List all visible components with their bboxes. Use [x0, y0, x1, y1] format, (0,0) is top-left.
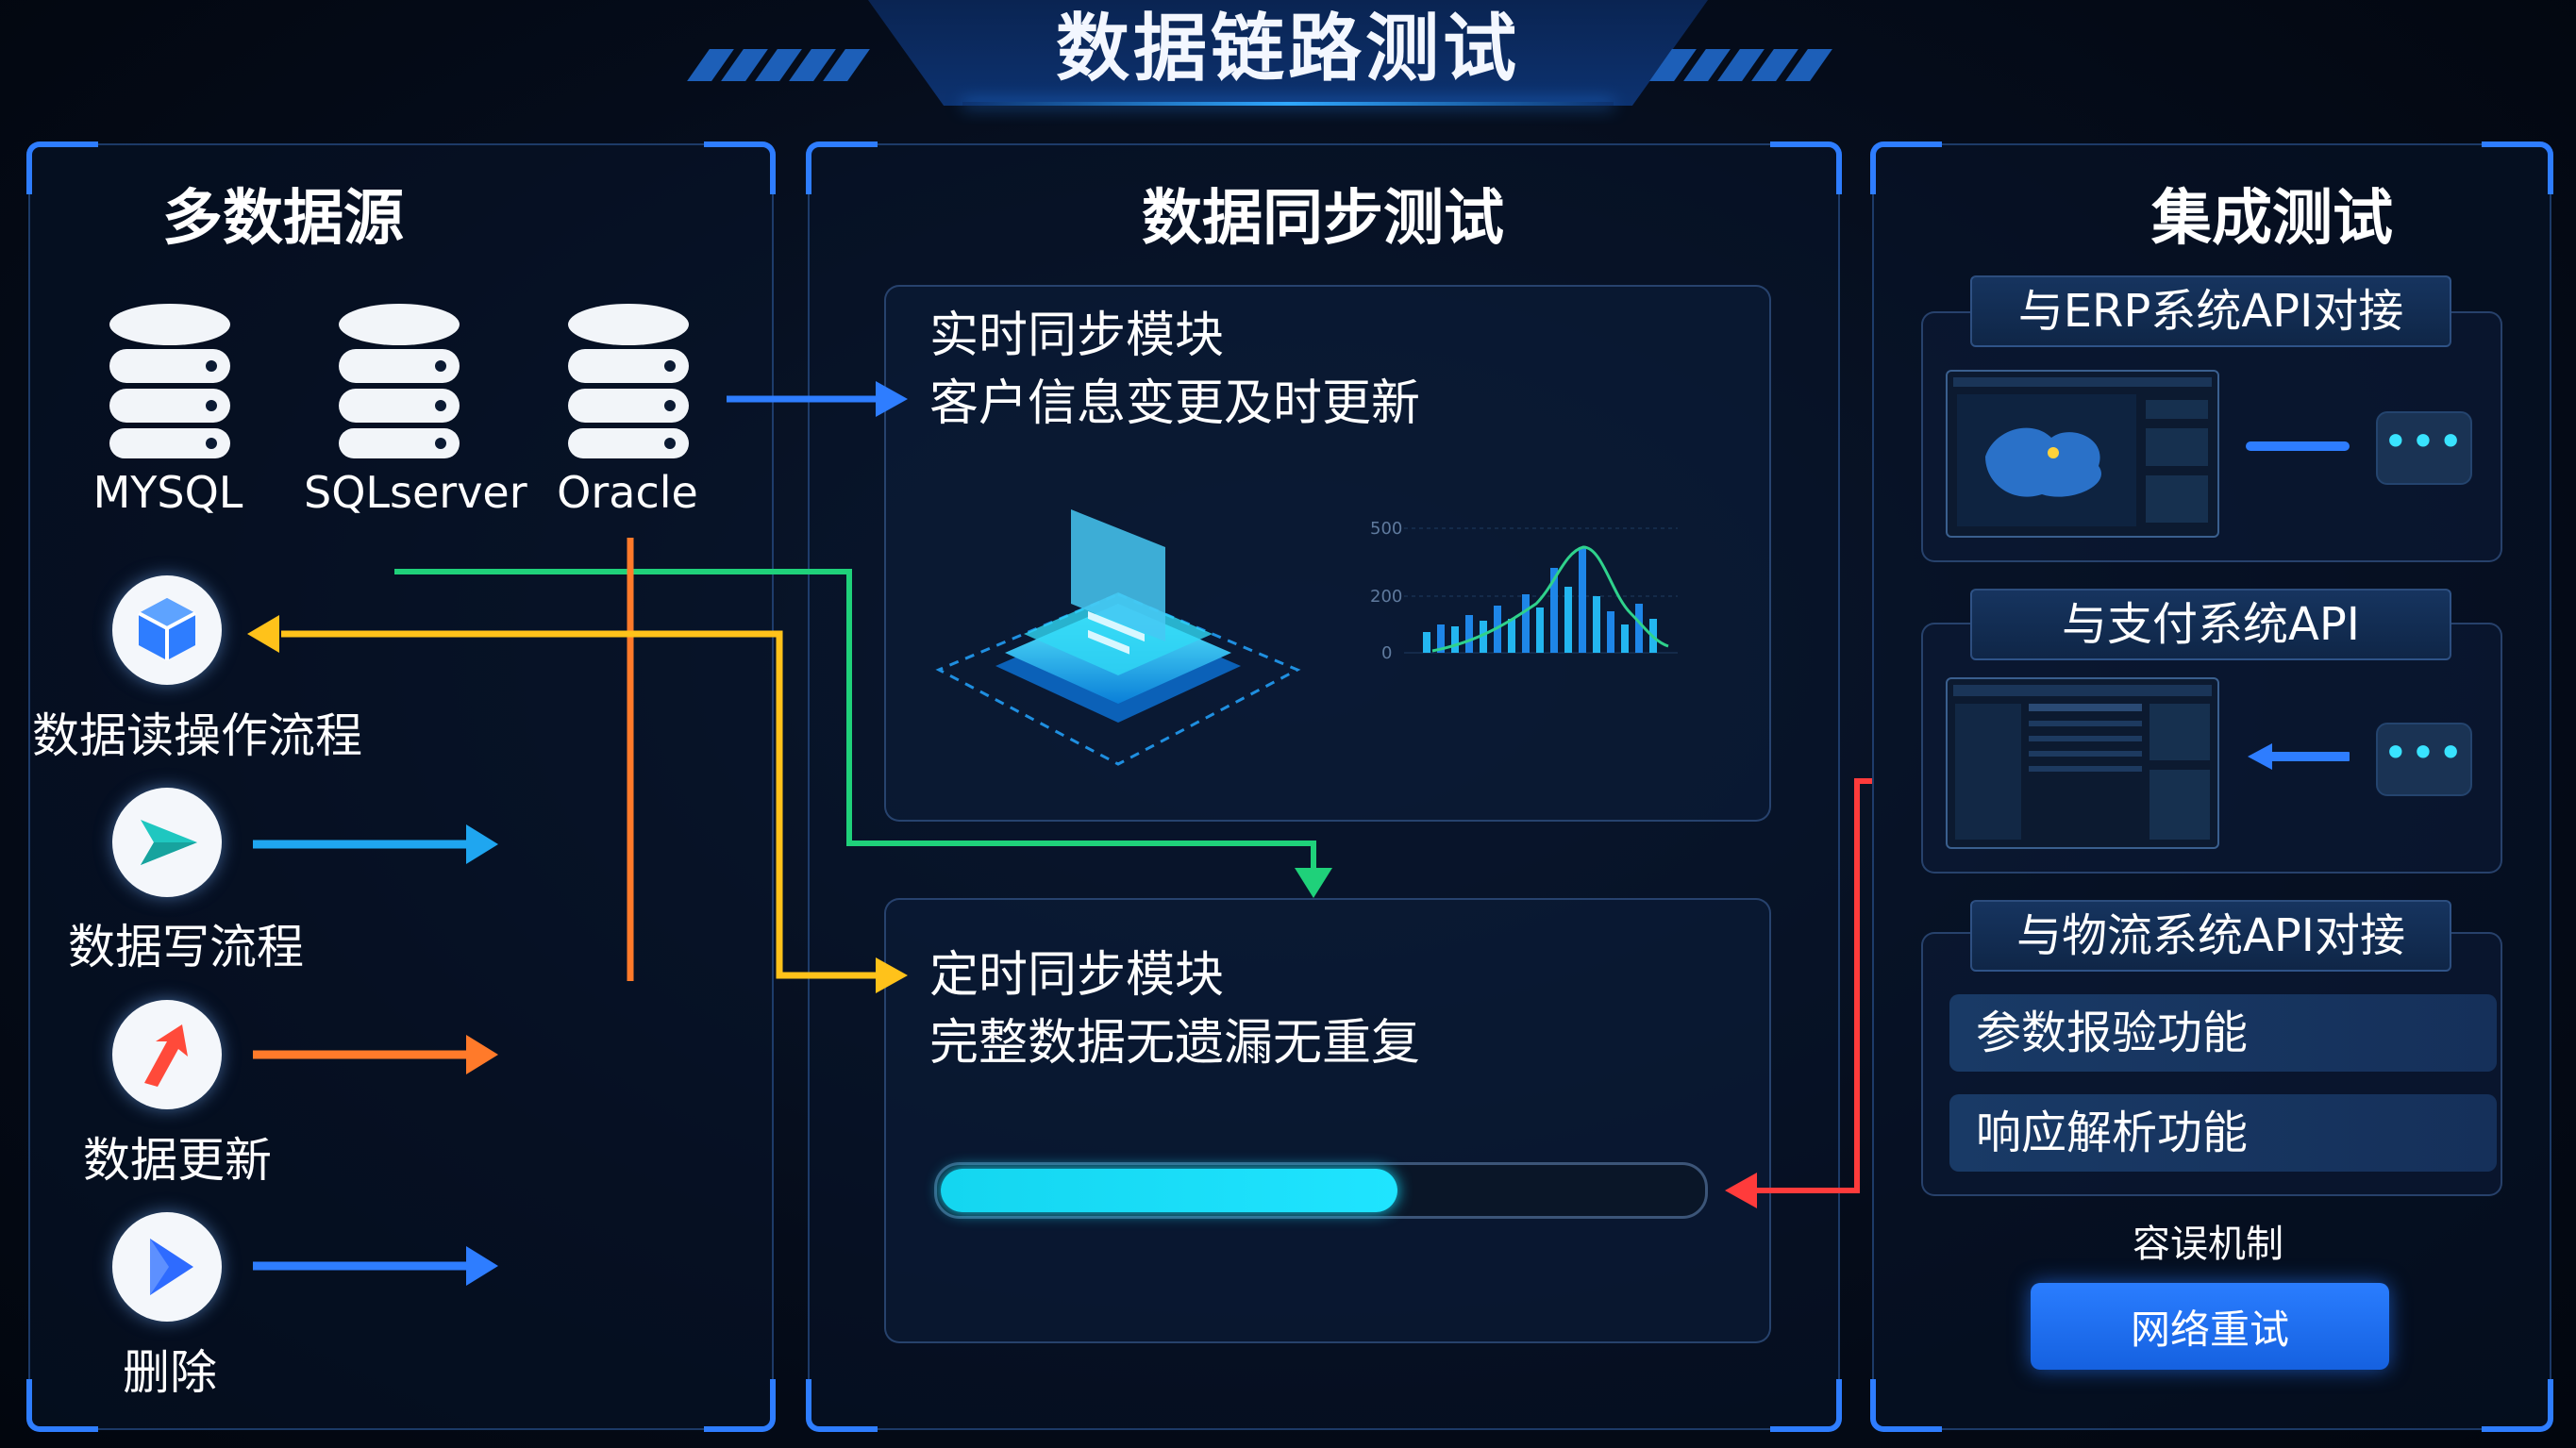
connector-delete-arrow	[253, 1246, 498, 1286]
connector-oracle-to-realtime	[727, 381, 908, 417]
connector-yellow	[247, 615, 908, 993]
connector-write-arrow	[253, 824, 498, 864]
connector-green	[394, 572, 1332, 898]
connector-red	[1725, 781, 1872, 1208]
connector-update-arrow	[253, 1035, 498, 1074]
